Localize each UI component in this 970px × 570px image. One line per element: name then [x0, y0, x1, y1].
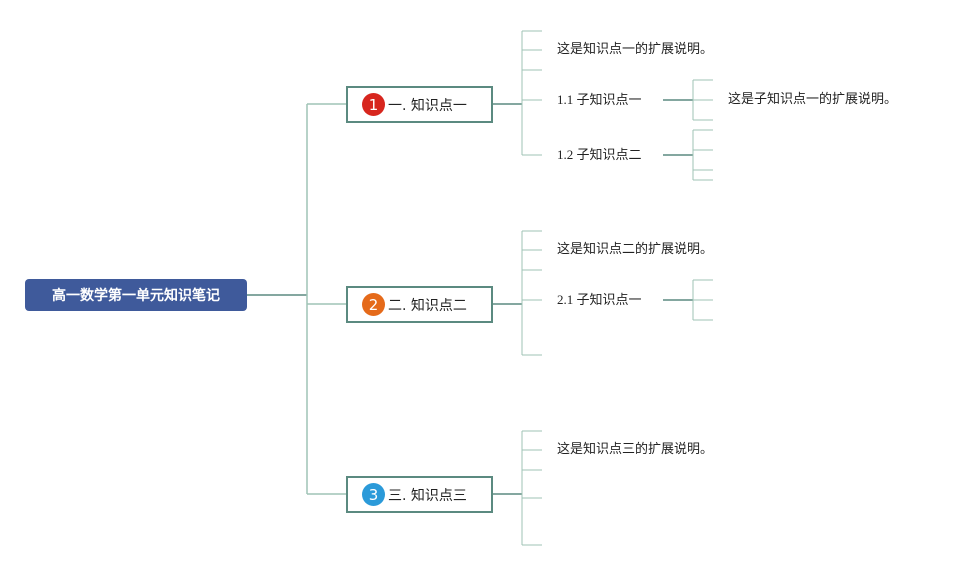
note-text[interactable]: 这是知识点一的扩展说明。 — [557, 42, 714, 57]
branch-topic-3[interactable]: 3 三. 知识点三 — [346, 476, 493, 513]
subtopic-1-2[interactable]: 1.2 子知识点二 — [557, 147, 642, 162]
subtopic-1-1[interactable]: 1.1 子知识点一 — [557, 92, 642, 107]
subtopic-2-1[interactable]: 2.1 子知识点一 — [557, 292, 642, 307]
note-text[interactable]: 这是知识点二的扩展说明。 — [557, 242, 714, 257]
branch-topic-label: 一. 知识点一 — [388, 97, 467, 114]
branch-topic-1[interactable]: 1 一. 知识点一 — [346, 86, 493, 123]
note-text[interactable]: 这是知识点三的扩展说明。 — [557, 442, 714, 457]
branch-topic-label: 三. 知识点三 — [388, 487, 467, 504]
root-topic-label: 高一数学第一单元知识笔记 — [52, 288, 220, 304]
number-badge-icon: 2 — [362, 293, 385, 316]
root-topic[interactable]: 高一数学第一单元知识笔记 — [25, 279, 247, 311]
number-badge-icon: 3 — [362, 483, 385, 506]
number-badge-icon: 1 — [362, 93, 385, 116]
branch-topic-label: 二. 知识点二 — [388, 297, 467, 314]
subtopic-note-text[interactable]: 这是子知识点一的扩展说明。 — [728, 92, 898, 107]
branch-topic-2[interactable]: 2 二. 知识点二 — [346, 286, 493, 323]
